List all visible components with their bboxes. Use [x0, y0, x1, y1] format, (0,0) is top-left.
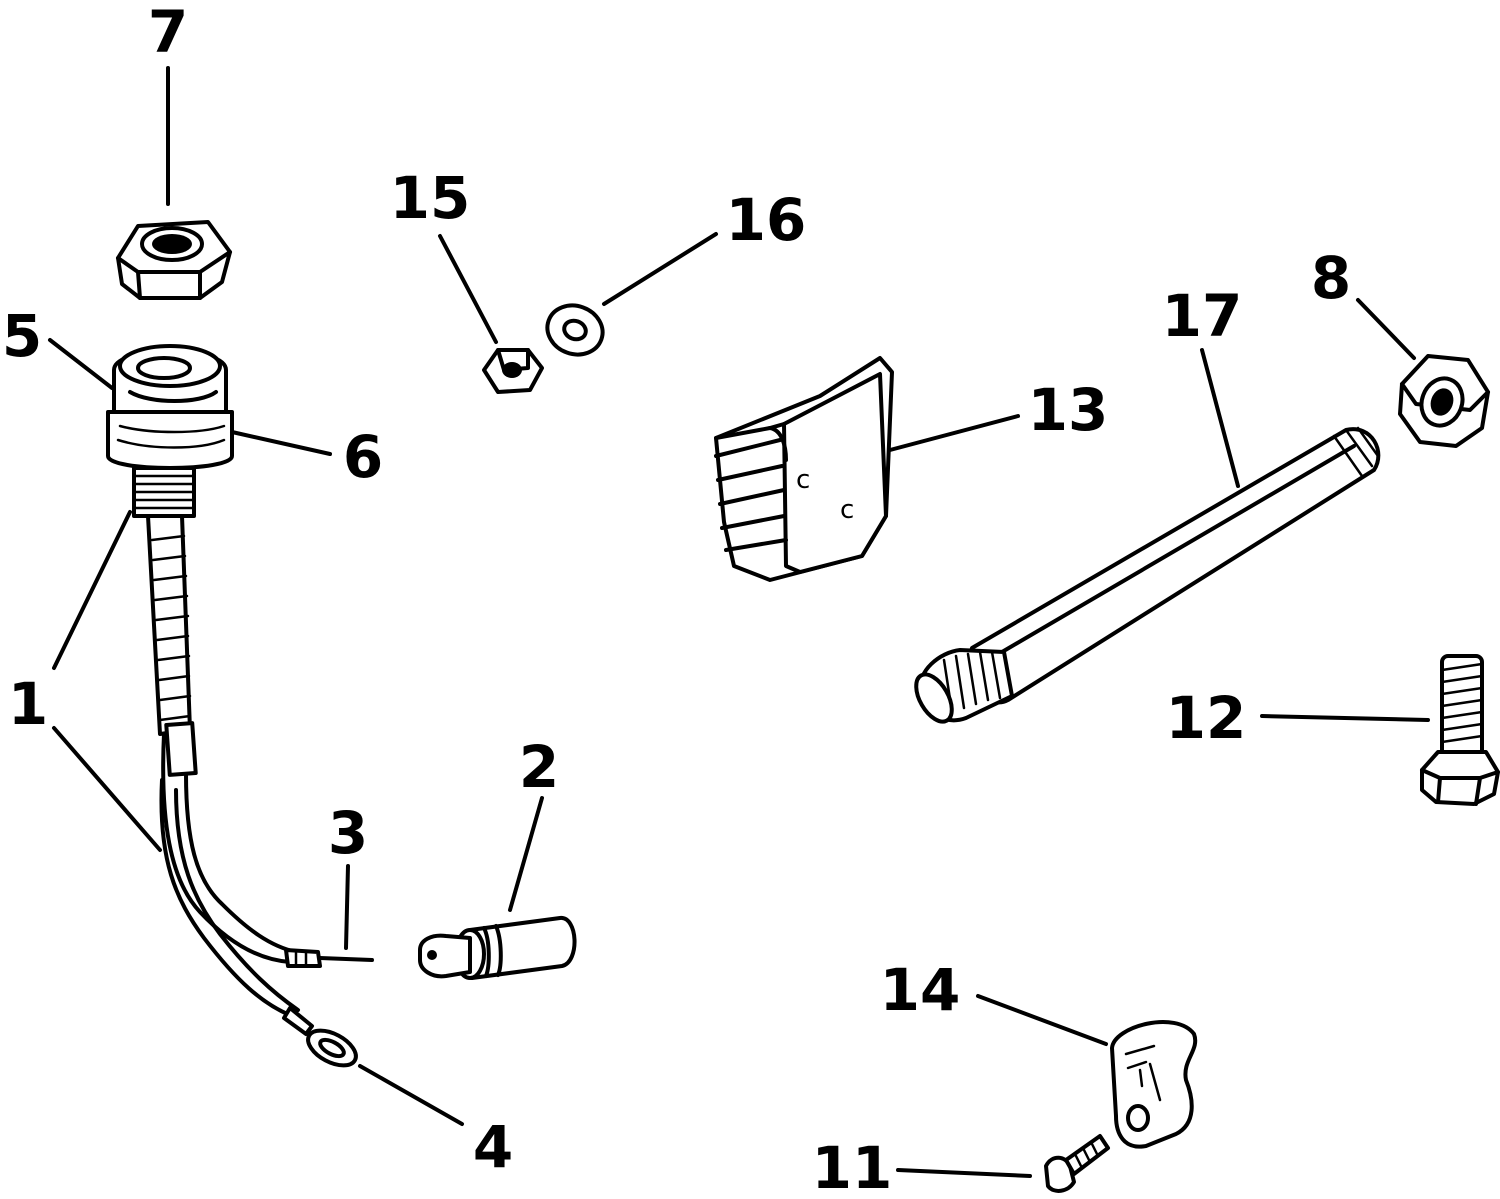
callout-12: 12: [1166, 684, 1247, 752]
part-6-switch-body: [106, 410, 234, 518]
leader-4: [358, 1064, 464, 1126]
leader-12: [1260, 714, 1430, 722]
part-5-switch-cap: [112, 344, 228, 414]
part-1-wire-harness: [146, 514, 300, 1018]
leader-8: [1356, 298, 1416, 360]
leader-5: [48, 338, 114, 390]
leader-6: [230, 430, 332, 456]
leader-lines: [48, 66, 1430, 1178]
callout-15: 15: [390, 164, 471, 232]
leader-17: [1200, 348, 1240, 488]
part-11-screw: [1044, 1134, 1110, 1193]
leader-14: [976, 994, 1108, 1046]
callout-11: 11: [812, 1134, 893, 1194]
part-3-pin-terminal: [284, 948, 374, 968]
part-16-washer: [545, 303, 605, 357]
callout-4: 4: [473, 1113, 513, 1181]
callout-1: 1: [8, 670, 48, 738]
callout-5: 5: [2, 302, 42, 370]
leader-13: [888, 414, 1020, 452]
part-15-small-nut: [482, 348, 544, 394]
callout-8: 8: [1311, 244, 1351, 312]
callout-14: 14: [880, 956, 961, 1024]
bracket-mark-2: c: [840, 495, 854, 525]
callout-7: 7: [148, 0, 188, 66]
callout-6: 6: [343, 423, 383, 491]
leader-2: [508, 796, 544, 912]
leader-16: [602, 232, 718, 306]
part-13-bracket: c c: [714, 356, 894, 582]
part-7-hex-nut: [116, 220, 232, 300]
part-17-shaft: [914, 426, 1381, 724]
leader-1a: [52, 510, 132, 670]
callout-3: 3: [328, 799, 368, 867]
leader-11: [896, 1168, 1032, 1178]
callout-2: 2: [519, 733, 559, 801]
callout-16: 16: [726, 186, 807, 254]
leader-1b: [52, 726, 162, 852]
part-12-bolt: [1420, 654, 1500, 806]
part-4-ring-terminal: [282, 1006, 358, 1068]
callout-13: 13: [1028, 376, 1109, 444]
leader-3: [344, 864, 350, 950]
part-2-terminal-boot: [418, 916, 577, 980]
leader-15: [438, 234, 498, 344]
part-14-clip: [1110, 1020, 1198, 1149]
part-8-hex-nut: [1398, 354, 1490, 448]
bracket-mark-1: c: [796, 465, 810, 495]
callout-17: 17: [1162, 282, 1243, 350]
callout-labels: 7 5 6 1 3 2 4 15 16 13 17 8 12 14 11: [2, 0, 1351, 1199]
